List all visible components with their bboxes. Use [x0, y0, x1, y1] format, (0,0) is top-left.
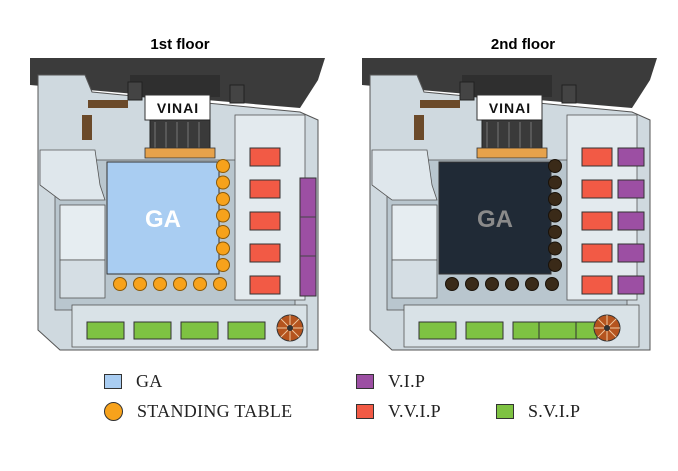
standing-table	[548, 241, 562, 256]
standing-table	[548, 258, 562, 272]
standing-table	[193, 277, 207, 291]
standing-table	[216, 258, 230, 272]
first-floor-title: 1st floor	[150, 36, 210, 53]
svip-table	[465, 321, 504, 340]
legend-svip: S.V.I.P	[496, 401, 580, 422]
legend-ga: GA	[104, 371, 163, 392]
speaker-left	[127, 81, 143, 101]
stage-top	[130, 75, 220, 97]
stage-front	[476, 147, 548, 159]
legend-vvip-label: V.V.I.P	[388, 401, 441, 421]
vip-booth	[299, 177, 317, 297]
svip-table	[227, 321, 266, 340]
lower-block	[391, 259, 438, 299]
lounge-sofa-side	[414, 115, 424, 140]
standing-table	[213, 277, 227, 291]
ga-zone	[106, 161, 220, 275]
legend-ga-swatch	[104, 374, 122, 389]
second-floor-title: 2nd floor	[490, 36, 556, 53]
standing-table	[216, 159, 230, 173]
legend-standing-table-label: STANDING TABLE	[137, 401, 293, 421]
vvip-table	[249, 243, 281, 263]
speaker-right	[229, 84, 245, 104]
first-floor-plan: VINAI GA	[30, 58, 325, 351]
venue-logo: VINAI	[489, 100, 531, 116]
standing-table	[548, 175, 562, 190]
standing-table	[133, 277, 147, 291]
standing-table	[216, 241, 230, 256]
vip-table	[617, 275, 645, 295]
lounge-sofa	[88, 100, 128, 108]
standing-table	[153, 277, 167, 291]
standing-table	[113, 277, 127, 291]
standing-table	[173, 277, 187, 291]
legend-vvip-swatch	[356, 404, 374, 419]
svip-table	[133, 321, 172, 340]
floor-plans: VINAI GA VINAI GA	[30, 58, 657, 351]
legend-vip-swatch	[356, 374, 374, 389]
side-wall	[39, 149, 106, 201]
standing-table	[445, 277, 459, 291]
stair-block	[391, 204, 438, 261]
right-wall	[566, 114, 638, 301]
standing-table	[216, 208, 230, 223]
vip-table	[617, 243, 645, 263]
svip-table	[418, 321, 457, 340]
standing-table	[216, 192, 230, 206]
speaker-left	[459, 81, 475, 101]
legend-standing-table: STANDING TABLE	[104, 401, 292, 422]
logo-box	[476, 94, 543, 121]
stair-core	[604, 325, 610, 331]
ga-zone-label: GA	[145, 206, 181, 233]
venue-logo: VINAI	[157, 100, 199, 116]
vvip-table	[249, 275, 281, 295]
standing-table	[548, 208, 562, 223]
svip-table	[180, 321, 219, 340]
standing-table	[545, 277, 559, 291]
standing-table	[525, 277, 539, 291]
legend-svip-label: S.V.I.P	[528, 401, 581, 421]
vip-table	[617, 147, 645, 167]
legend-vip-label: V.I.P	[388, 371, 426, 391]
legend-vip: V.I.P	[356, 371, 425, 392]
stage-top	[462, 75, 552, 97]
speaker-right	[561, 84, 577, 104]
svip-table	[86, 321, 125, 340]
standing-table	[505, 277, 519, 291]
side-wall	[371, 149, 438, 201]
vip-table	[617, 179, 645, 199]
stair-block	[59, 204, 106, 261]
stair-core	[287, 325, 293, 331]
vip-table	[617, 211, 645, 231]
standing-table	[216, 175, 230, 190]
lower-block	[59, 259, 106, 299]
legend-svip-swatch	[496, 404, 514, 419]
right-wall	[234, 114, 306, 301]
legend-standing-table-swatch	[104, 402, 123, 421]
standing-table	[548, 192, 562, 206]
vvip-table	[581, 179, 613, 199]
vvip-table	[581, 211, 613, 231]
stage-front	[144, 147, 216, 159]
vvip-table	[581, 147, 613, 167]
ga-zone-label: GA	[477, 206, 513, 233]
svip-table	[538, 321, 577, 340]
standing-table	[465, 277, 479, 291]
standing-table	[485, 277, 499, 291]
legend-ga-label: GA	[136, 371, 163, 391]
vvip-table	[249, 179, 281, 199]
vvip-table	[581, 243, 613, 263]
vvip-table	[581, 275, 613, 295]
second-floor-plan: VINAI GA	[362, 58, 657, 351]
lounge-sofa-side	[82, 115, 92, 140]
standing-table	[216, 225, 230, 239]
standing-table	[548, 159, 562, 173]
vvip-table	[249, 147, 281, 167]
standing-table	[548, 225, 562, 239]
legend-vvip: V.V.I.P	[356, 401, 441, 422]
vvip-table	[249, 211, 281, 231]
lounge-sofa	[420, 100, 460, 108]
